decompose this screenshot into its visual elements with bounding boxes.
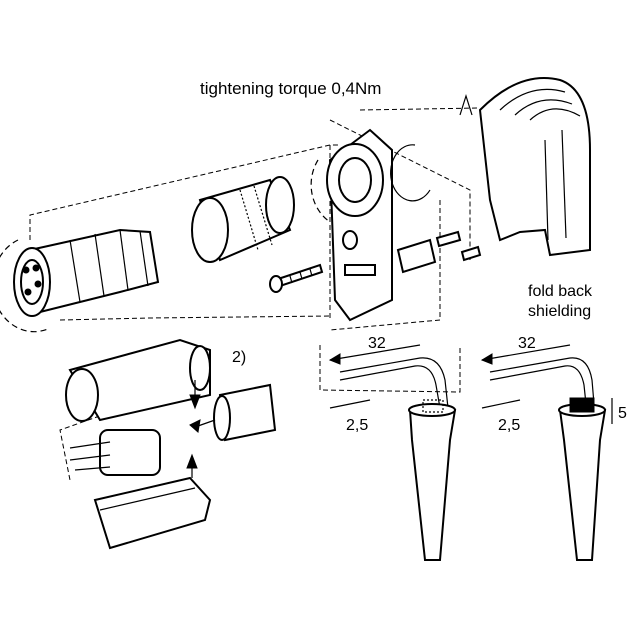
dimension-25-left: 2,5 [329, 399, 371, 434]
sleeve [213, 383, 277, 442]
dimension-25-right: 2,5 [481, 399, 520, 434]
assembly-arrow [459, 94, 473, 116]
assembly-arrows [186, 380, 216, 478]
half-shell [93, 476, 212, 550]
cable-left [339, 357, 457, 561]
torque-label: tightening torque 0,4Nm [200, 79, 381, 98]
dimension-32-left-value: 32 [368, 335, 386, 352]
angled-housing [310, 128, 393, 322]
coupling-ring [191, 176, 295, 263]
cover [478, 77, 591, 257]
contact-carrier [65, 338, 211, 422]
dimension-25-left-value: 2,5 [346, 417, 368, 434]
dimension-32-right-value: 32 [518, 335, 536, 352]
contact-insert [69, 429, 161, 476]
assembled-plug [0, 228, 160, 333]
dimension-5: 5 [611, 398, 627, 424]
fold-back-label-line2: shielding [528, 303, 591, 320]
footnote-2-label: 2) [232, 349, 246, 366]
dimension-32-left: 32 [328, 335, 421, 365]
cable-clamp [396, 230, 482, 274]
cable-right [489, 357, 607, 561]
screw [269, 263, 324, 293]
dimension-32-right: 32 [480, 335, 571, 365]
dimension-25-right-value: 2,5 [498, 417, 520, 434]
dimension-5-value: 5 [618, 405, 627, 422]
fold-back-label-line1: fold back [528, 283, 593, 300]
retaining-ring [390, 144, 431, 202]
